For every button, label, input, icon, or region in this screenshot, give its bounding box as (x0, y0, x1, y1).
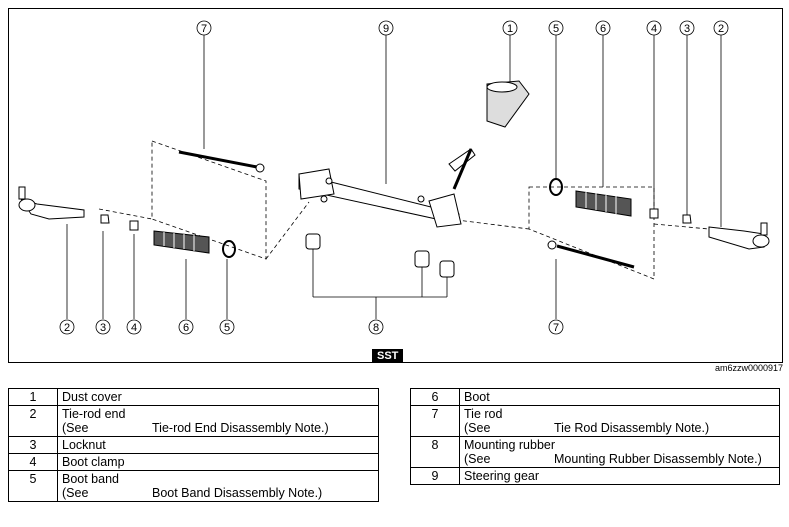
right-boot (575, 190, 632, 217)
svg-text:4: 4 (131, 322, 137, 334)
svg-text:2: 2 (64, 322, 70, 334)
callout-1: 1 (502, 20, 518, 36)
left-boot (153, 230, 210, 254)
callout-7-top: 7 (196, 20, 212, 36)
part-name: Steering gear (459, 467, 780, 485)
exploded-view-diagram: 7 9 1 5 6 4 3 2 2 3 4 6 5 8 7 SST (8, 8, 783, 363)
table-row: 9 Steering gear (410, 467, 780, 485)
left-locknut (100, 214, 110, 224)
part-number: 4 (8, 453, 58, 471)
part-number: 8 (410, 436, 460, 468)
mounting-rubbers (305, 233, 455, 278)
left-tie-rod (178, 150, 265, 173)
callout-2-top: 2 (713, 20, 729, 36)
part-name: Dust cover (57, 388, 379, 406)
disassembly-note-link[interactable]: Tie-rod End Disassembly Note.) (152, 421, 329, 435)
callout-2-bottom: 2 (59, 319, 75, 335)
svg-text:8: 8 (373, 322, 379, 334)
svg-text:1: 1 (507, 23, 513, 35)
part-number: 5 (8, 470, 58, 502)
part-number: 3 (8, 436, 58, 454)
part-name: Boot clamp (57, 453, 379, 471)
right-tie-rod-end (708, 222, 770, 250)
steering-gear (298, 148, 476, 228)
diagram-drawing: 7 9 1 5 6 4 3 2 2 3 4 6 5 8 7 (18, 20, 770, 335)
callout-4-top: 4 (646, 20, 662, 36)
part-number: 6 (410, 388, 460, 406)
dust-cover (486, 80, 530, 128)
callout-9: 9 (378, 20, 394, 36)
callout-6-top: 6 (595, 20, 611, 36)
svg-text:2: 2 (718, 23, 724, 35)
callout-5-bottom: 5 (219, 319, 235, 335)
table-row: 4 Boot clamp (8, 453, 379, 471)
callout-3-bottom: 3 (95, 319, 111, 335)
part-name: Boot (459, 388, 780, 406)
svg-text:6: 6 (600, 23, 606, 35)
part-number: 1 (8, 388, 58, 406)
svg-text:6: 6 (183, 322, 189, 334)
right-boot-clamp (649, 208, 659, 219)
disassembly-note-link[interactable]: Mounting Rubber Disassembly Note.) (554, 452, 762, 466)
right-locknut (682, 214, 692, 224)
svg-text:9: 9 (383, 23, 389, 35)
part-number: 2 (8, 405, 58, 437)
callout-5-top: 5 (548, 20, 564, 36)
left-tie-rod-end (18, 186, 85, 220)
svg-text:5: 5 (224, 322, 230, 334)
callouts: 7 9 1 5 6 4 3 2 2 3 4 6 5 8 7 (59, 20, 729, 335)
left-boot-clamp (129, 220, 139, 231)
callout-7-bottom: 7 (548, 319, 564, 335)
callout-3-top: 3 (679, 20, 695, 36)
svg-text:4: 4 (651, 23, 657, 35)
part-name: Locknut (57, 436, 379, 454)
part-number: 7 (410, 405, 460, 437)
table-row: 3 Locknut (8, 436, 379, 454)
left-boot-band (222, 240, 236, 258)
table-row: 6 Boot (410, 388, 780, 406)
svg-text:3: 3 (684, 23, 690, 35)
svg-text:3: 3 (100, 322, 106, 334)
figure-code: am6zzw0000917 (714, 363, 783, 373)
svg-text:7: 7 (201, 23, 207, 35)
right-boot-band (549, 178, 563, 196)
disassembly-note-link[interactable]: Boot Band Disassembly Note.) (152, 486, 323, 500)
right-tierod-dashed-box (528, 186, 655, 280)
right-tie-rod (547, 240, 635, 269)
callout-8: 8 (368, 319, 384, 335)
svg-text:7: 7 (553, 322, 559, 334)
part-number: 9 (410, 467, 460, 485)
svg-text:5: 5 (553, 23, 559, 35)
callout-4-bottom: 4 (126, 319, 142, 335)
disassembly-note-link[interactable]: Tie Rod Disassembly Note.) (554, 421, 710, 435)
sst-label: SST (372, 349, 404, 363)
callout-6-bottom: 6 (178, 319, 194, 335)
table-row: 1 Dust cover (8, 388, 379, 406)
